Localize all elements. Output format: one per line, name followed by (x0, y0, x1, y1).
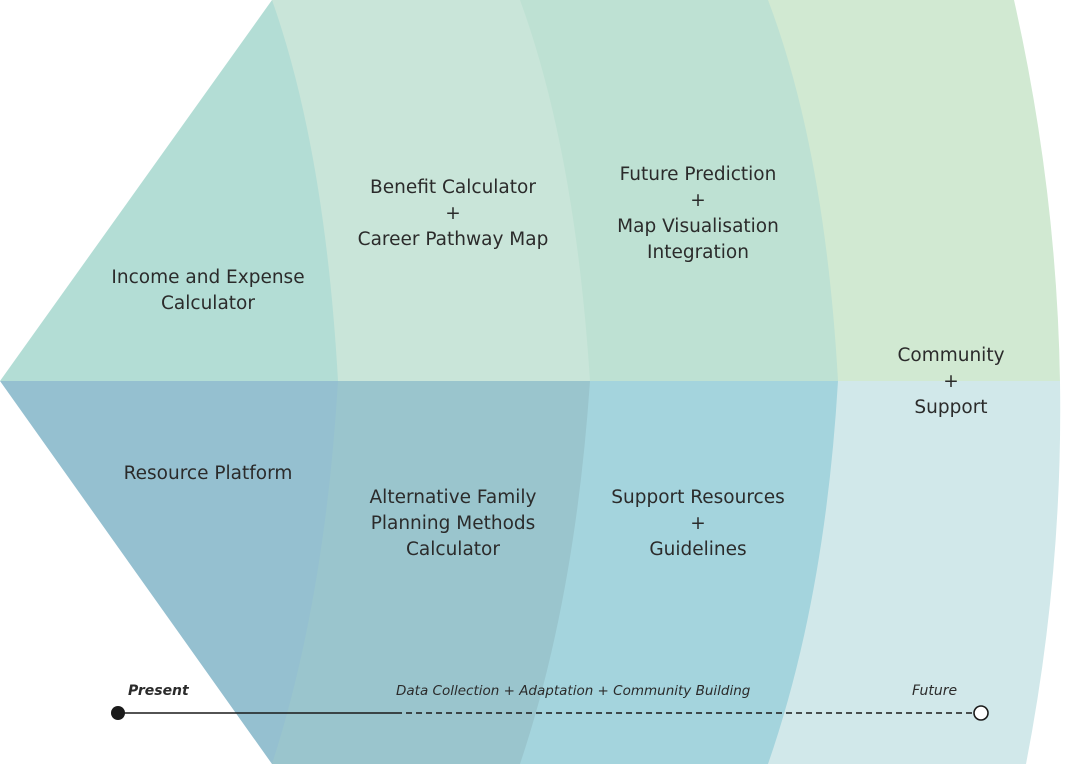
band-bottom-4 (768, 381, 1084, 764)
timeline-future-label: Future (912, 683, 958, 699)
label-benefit-career: Benefit Calculator + Career Pathway Map (357, 177, 549, 250)
timeline-present-label: Present (128, 683, 189, 699)
label-resource-platform: Resource Platform (123, 463, 293, 484)
label-community-support: Community + Support (897, 345, 1005, 418)
label-income-expense-calculator: Income and Expense Calculator (111, 267, 305, 314)
band-top-4 (768, 0, 1084, 381)
label-future-prediction-map: Future Prediction + Map Visualisation In… (617, 164, 779, 263)
right-boundary (1014, 0, 1084, 764)
timeline-middle-label: Data Collection + Adaptation + Community… (396, 683, 751, 699)
hollow-circle-icon (973, 705, 989, 721)
label-alternative-family-planning: Alternative Family Planning Methods Calc… (369, 487, 537, 560)
filled-circle-icon (111, 706, 125, 720)
label-support-resources-guidelines: Support Resources + Guidelines (611, 487, 785, 560)
